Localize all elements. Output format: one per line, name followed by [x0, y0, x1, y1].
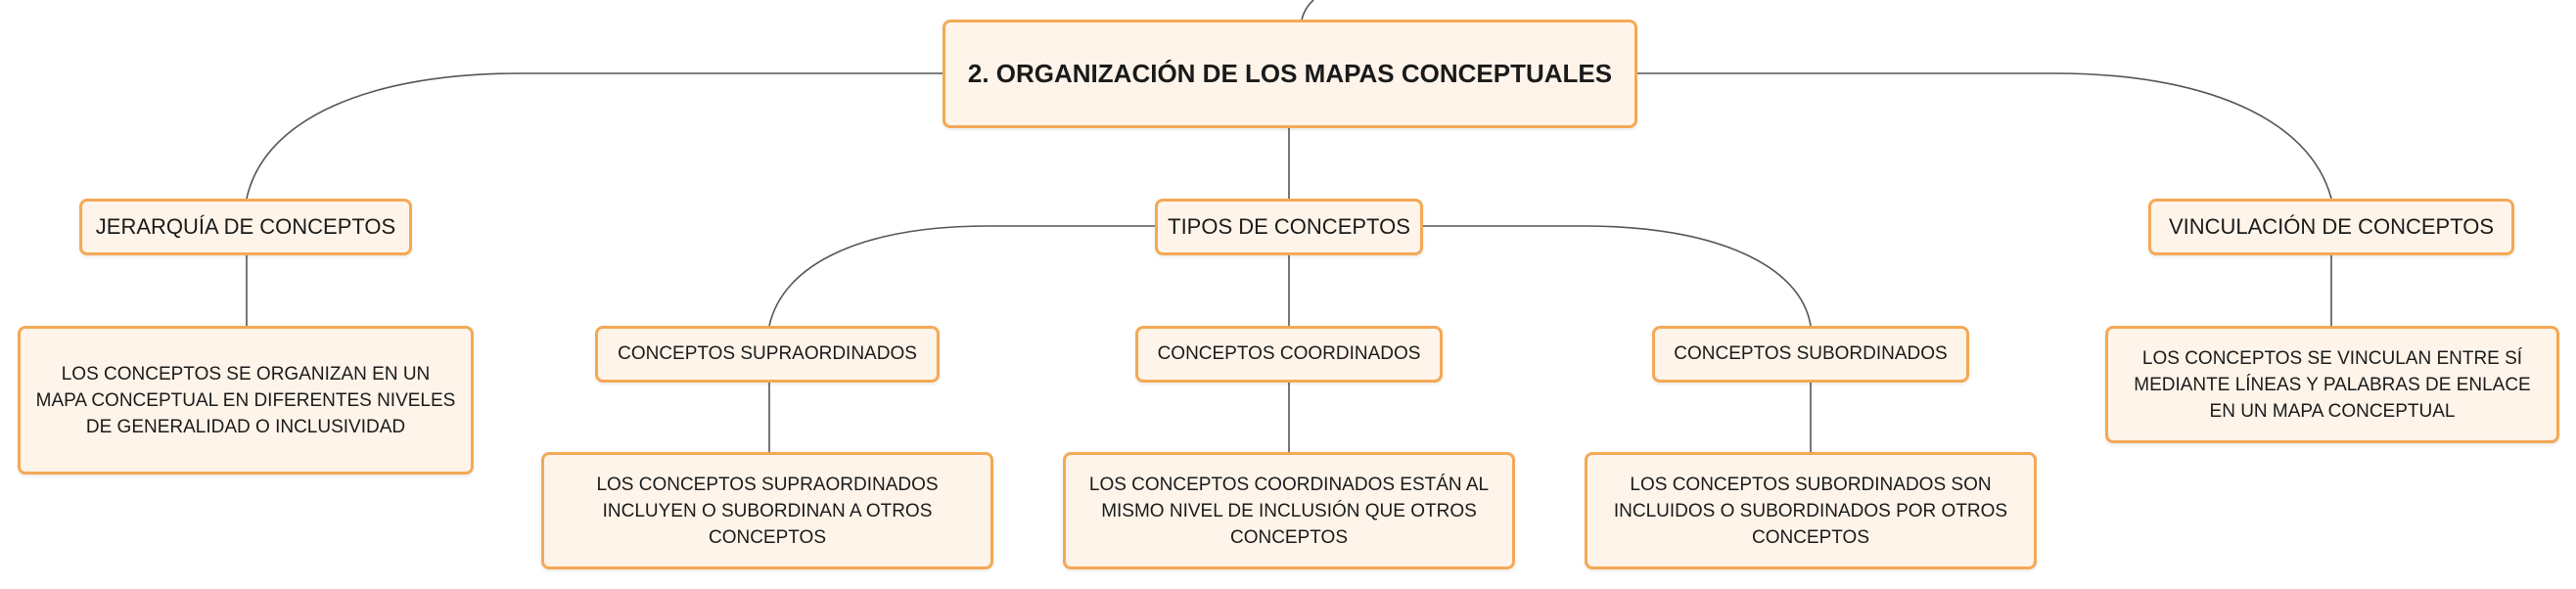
connector-root-to-right — [1634, 72, 2332, 200]
connector-incoming — [1301, 0, 1314, 21]
node-vinculacion[interactable]: VINCULACIÓN DE CONCEPTOS — [2148, 199, 2514, 255]
desc-supraordinados[interactable]: LOS CONCEPTOS SUPRAORDINADOS INCLUYEN O … — [541, 452, 993, 569]
connector-root-to-left — [246, 72, 945, 200]
node-jerarquia[interactable]: JERARQUÍA DE CONCEPTOS — [79, 199, 412, 255]
desc-coordinados-text: LOS CONCEPTOS COORDINADOS ESTÁN AL MISMO… — [1088, 474, 1490, 548]
desc-coordinados[interactable]: LOS CONCEPTOS COORDINADOS ESTÁN AL MISMO… — [1063, 452, 1515, 569]
desc-subordinados-text: LOS CONCEPTOS SUBORDINADOS SON INCLUIDOS… — [1613, 474, 2008, 548]
desc-vinculacion-text: LOS CONCEPTOS SE VINCULAN ENTRE SÍ MEDIA… — [2134, 347, 2531, 422]
node-coordinados[interactable]: CONCEPTOS COORDINADOS — [1135, 326, 1443, 383]
node-tipos-label: TIPOS DE CONCEPTOS — [1168, 214, 1410, 239]
node-subordinados[interactable]: CONCEPTOS SUBORDINADOS — [1652, 326, 1969, 383]
desc-supraordinados-text: LOS CONCEPTOS SUPRAORDINADOS INCLUYEN O … — [596, 474, 939, 548]
node-supraordinados-label: CONCEPTOS SUPRAORDINADOS — [618, 343, 917, 364]
node-vinculacion-label: VINCULACIÓN DE CONCEPTOS — [2168, 214, 2495, 239]
root-node-label: 2. ORGANIZACIÓN DE LOS MAPAS CONCEPTUALE… — [967, 59, 1613, 88]
node-supraordinados[interactable]: CONCEPTOS SUPRAORDINADOS — [595, 326, 940, 383]
node-subordinados-label: CONCEPTOS SUBORDINADOS — [1674, 343, 1948, 364]
node-tipos[interactable]: TIPOS DE CONCEPTOS — [1155, 199, 1423, 255]
connector-center-to-supra — [768, 225, 1155, 327]
desc-subordinados[interactable]: LOS CONCEPTOS SUBORDINADOS SON INCLUIDOS… — [1585, 452, 2037, 569]
desc-vinculacion[interactable]: LOS CONCEPTOS SE VINCULAN ENTRE SÍ MEDIA… — [2105, 326, 2559, 443]
node-coordinados-label: CONCEPTOS COORDINADOS — [1157, 343, 1421, 364]
desc-jerarquia-text: LOS CONCEPTOS SE ORGANIZAN EN UN MAPA CO… — [35, 363, 456, 437]
node-jerarquia-label: JERARQUÍA DE CONCEPTOS — [95, 214, 396, 239]
desc-jerarquia[interactable]: LOS CONCEPTOS SE ORGANIZAN EN UN MAPA CO… — [18, 326, 474, 475]
connector-center-to-sub — [1423, 225, 1812, 327]
root-node[interactable]: 2. ORGANIZACIÓN DE LOS MAPAS CONCEPTUALE… — [943, 20, 1637, 128]
